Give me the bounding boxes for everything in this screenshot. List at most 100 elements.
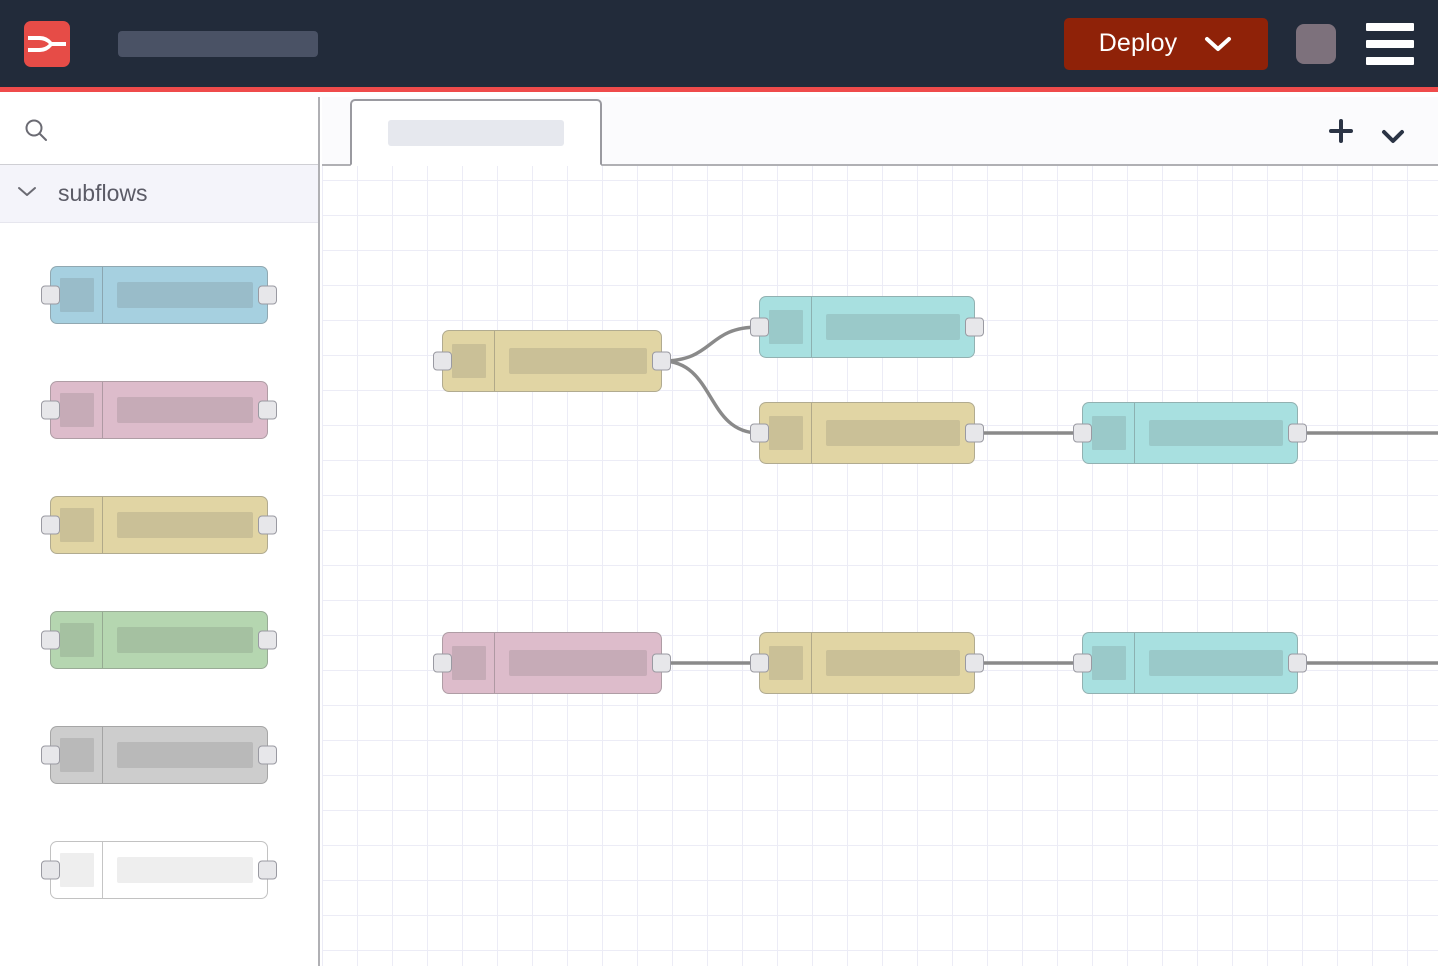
node-input-port[interactable] [750, 423, 769, 443]
node-icon-cell [51, 841, 103, 898]
node-input-port[interactable] [41, 630, 60, 649]
flow-wire[interactable] [661, 359, 760, 435]
node-output-port[interactable] [258, 515, 277, 534]
node-body [103, 267, 267, 323]
hamburger-bar [1366, 39, 1414, 48]
node-label-redacted [117, 856, 253, 883]
node-label-redacted [117, 511, 253, 538]
node-label-redacted [826, 314, 960, 340]
node-icon-cell [443, 633, 495, 693]
node-output-port[interactable] [652, 351, 671, 371]
node-label-redacted [509, 650, 647, 676]
hamburger-bar [1366, 56, 1414, 65]
node-label-redacted [826, 420, 960, 446]
search-input[interactable] [62, 120, 318, 141]
node-body [812, 403, 974, 463]
chevron-down-icon[interactable] [16, 184, 38, 203]
flow-node-a[interactable] [433, 330, 671, 392]
deploy-button-label: Deploy [1098, 29, 1178, 57]
node-icon-redacted [59, 392, 94, 427]
node-icon-cell [51, 266, 103, 323]
node-icon-redacted [59, 277, 94, 312]
node-output-port[interactable] [652, 653, 671, 673]
plus-icon[interactable] [1326, 116, 1378, 164]
node-output-port[interactable] [258, 860, 277, 879]
node-icon-cell [760, 403, 812, 463]
project-title-redacted [118, 30, 318, 57]
palette-node-row[interactable] [0, 582, 318, 697]
node-output-port[interactable] [1288, 423, 1307, 443]
palette-node-row[interactable] [0, 237, 318, 352]
avatar[interactable] [1296, 23, 1336, 64]
palette-node-3[interactable] [41, 495, 277, 554]
node-body [1135, 403, 1297, 463]
node-icon-redacted [1091, 646, 1126, 680]
chevron-down-icon[interactable] [1203, 35, 1233, 53]
palette-node-row[interactable] [0, 812, 318, 927]
node-body [495, 331, 661, 391]
tab-active-flow[interactable] [350, 99, 602, 166]
node-label-redacted [117, 281, 253, 308]
palette-node-row[interactable] [0, 352, 318, 467]
node-input-port[interactable] [41, 515, 60, 534]
node-output-port[interactable] [258, 400, 277, 419]
node-input-port[interactable] [41, 745, 60, 764]
flow-node-f[interactable] [750, 632, 984, 694]
flow-node-e[interactable] [433, 632, 671, 694]
node-output-port[interactable] [965, 653, 984, 673]
node-icon-redacted [59, 507, 94, 542]
search-icon[interactable] [22, 117, 50, 145]
node-label-redacted [1149, 420, 1283, 446]
node-icon-redacted [768, 310, 803, 344]
hamburger-bar [1366, 22, 1414, 31]
palette-category-subflows[interactable]: subflows [0, 165, 318, 223]
wire-layer [661, 325, 1438, 665]
palette-node-6[interactable] [41, 840, 277, 899]
node-input-port[interactable] [41, 860, 60, 879]
flow-node-c[interactable] [750, 402, 984, 464]
tab-label-redacted [388, 119, 564, 146]
node-output-port[interactable] [258, 285, 277, 304]
deploy-button[interactable]: Deploy [1064, 17, 1268, 70]
flow-node-b[interactable] [750, 296, 984, 358]
palette-search-row[interactable] [0, 97, 318, 165]
node-output-port[interactable] [258, 745, 277, 764]
node-icon-cell [1083, 633, 1135, 693]
node-output-port[interactable] [258, 630, 277, 649]
palette-node-row[interactable] [0, 467, 318, 582]
node-output-port[interactable] [965, 317, 984, 337]
palette-node-4[interactable] [41, 610, 277, 669]
node-icon-redacted [59, 622, 94, 657]
node-icon-cell [760, 633, 812, 693]
hamburger-menu-icon[interactable] [1366, 22, 1414, 65]
flow-node-g[interactable] [1073, 632, 1307, 694]
app-header: Deploy [0, 0, 1438, 92]
node-input-port[interactable] [41, 285, 60, 304]
node-icon-cell [760, 297, 812, 357]
node-input-port[interactable] [433, 653, 452, 673]
node-icon-cell [443, 331, 495, 391]
node-output-port[interactable] [1288, 653, 1307, 673]
node-input-port[interactable] [433, 351, 452, 371]
flow-wire[interactable] [661, 325, 760, 363]
node-red-logo-icon[interactable] [24, 20, 70, 67]
flow-canvas[interactable] [322, 166, 1438, 966]
tab-list-chevron-down-icon[interactable] [1378, 126, 1438, 164]
node-input-port[interactable] [1073, 653, 1092, 673]
node-input-port[interactable] [750, 317, 769, 337]
palette-node-1[interactable] [41, 265, 277, 324]
palette-node-row[interactable] [0, 697, 318, 812]
flow-node-d[interactable] [1073, 402, 1307, 464]
node-output-port[interactable] [965, 423, 984, 443]
palette-node-5[interactable] [41, 725, 277, 784]
node-icon-cell [51, 381, 103, 438]
node-input-port[interactable] [1073, 423, 1092, 443]
node-label-redacted [117, 741, 253, 768]
palette-node-2[interactable] [41, 380, 277, 439]
node-input-port[interactable] [750, 653, 769, 673]
node-icon-cell [51, 726, 103, 783]
node-input-port[interactable] [41, 400, 60, 419]
node-label-redacted [826, 650, 960, 676]
node-body [1135, 633, 1297, 693]
